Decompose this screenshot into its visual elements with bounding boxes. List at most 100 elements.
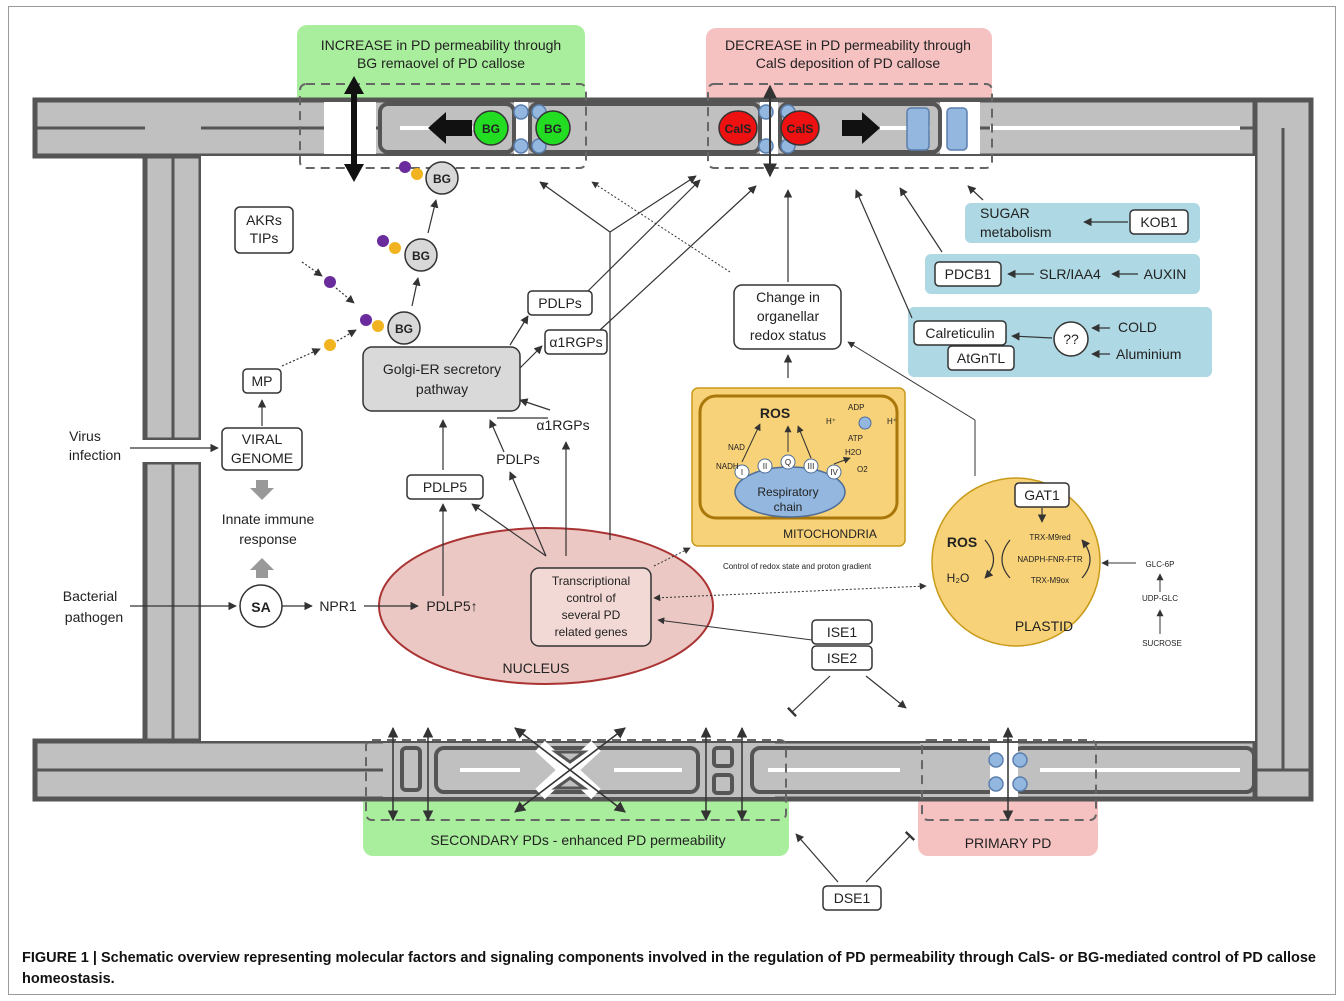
svg-text:H⁺: H⁺ [826,417,836,426]
svg-text:α1RGPs: α1RGPs [549,334,602,350]
decrease-line-1: DECREASE in PD permeability through [725,37,971,53]
ise1-box [811,619,873,645]
pdlp5-up-label: PDLP5↑ [426,598,477,614]
cals-enzyme-1: CalS [718,110,758,146]
svg-text:MP: MP [252,373,273,389]
svg-text:H₂O: H₂O [947,571,970,585]
svg-text:KOB1: KOB1 [1140,214,1178,230]
figure-caption: FIGURE 1 | Schematic overview representi… [22,950,1316,987]
svg-text:TRX-M9ox: TRX-M9ox [1031,576,1069,585]
virus-label: Virus [69,428,101,444]
plastid-label: PLASTID [1015,618,1073,634]
pdlps-box [527,290,593,316]
svg-text:ADP: ADP [848,403,864,412]
svg-text:ISE2: ISE2 [827,650,858,666]
svg-text:ATP: ATP [848,434,863,443]
svg-text:Aluminium: Aluminium [1116,346,1181,362]
akrs-tips-box [234,206,294,254]
callose-deposition-arrow [842,112,880,144]
plastid [931,477,1101,647]
mito-note: Control of redox state and proton gradie… [723,562,872,571]
bg-vesicle-top: BG [399,161,459,195]
gat1-box [1014,482,1070,508]
npr1-label: NPR1 [319,598,357,614]
svg-text:PDLPs: PDLPs [538,295,582,311]
cals-enzyme-2: CalS [780,110,820,146]
golgi-er-box [362,346,521,412]
viral-genome-box [221,427,303,471]
svg-text:BG: BG [482,122,500,136]
svg-text:BG: BG [412,249,430,263]
svg-text:H2O: H2O [845,448,861,457]
svg-text:DECREASE in PD permeability th: DECREASE in PD permeability throughCalS … [725,37,971,71]
svg-text:UDP-GLC: UDP-GLC [1142,594,1178,603]
svg-text:CalS: CalS [725,122,752,136]
mp-box [242,368,282,394]
callose-removal-arrow [428,112,472,144]
calreticulin-box [913,320,1007,346]
dse1-box [822,885,882,911]
kob1-box [1129,209,1189,235]
svg-text:PDCB1: PDCB1 [945,266,992,282]
svg-text:NADPH-FNR-FTR: NADPH-FNR-FTR [1017,555,1083,564]
bacterial-label: Bacterial [63,588,117,604]
bg-vesicle-low: BG [360,311,421,345]
atgntl-box [947,345,1015,371]
innate-immune-label: Innate immune [222,511,315,527]
mito-ros: ROS [760,405,790,421]
decrease-line-2: CalS deposition of PD callose [756,55,941,71]
svg-text:CalS: CalS [787,122,814,136]
change-redox-box [733,284,842,350]
svg-text:TRX-M9red: TRX-M9red [1029,533,1070,542]
figure-frame [8,6,1336,995]
svg-text:BG: BG [544,122,562,136]
svg-text:SUCROSE: SUCROSE [1142,639,1182,648]
pdlp5-box [406,474,484,500]
ise2-box [811,645,873,671]
svg-text:SLR/IAA4: SLR/IAA4 [1039,266,1101,282]
svg-text:COLD: COLD [1118,319,1157,335]
transcription-box [530,567,652,647]
svg-text:AUXIN: AUXIN [1144,266,1187,282]
svg-text:??: ?? [1063,331,1079,347]
secondary-pd-label: SECONDARY PDs - enhanced PD permeability [430,832,725,848]
bg-enzyme-1: BG [473,110,509,146]
svg-text:GLC-6P: GLC-6P [1146,560,1175,569]
svg-text:Calreticulin: Calreticulin [925,325,994,341]
svg-text:H⁺: H⁺ [887,417,897,426]
a1rgps-text: α1RGPs [536,417,589,433]
svg-text:BG: BG [433,172,451,186]
increase-line-1: INCREASE in PD permeability through [321,37,561,53]
svg-text:DSE1: DSE1 [834,890,871,906]
bg-enzyme-2: BG [535,110,571,146]
increase-line-2: BG remaovel of PD callose [357,55,525,71]
svg-text:BG: BG [395,322,413,336]
pdcb1-box [934,261,1002,287]
svg-text:GAT1: GAT1 [1024,487,1060,503]
bg-vesicle-mid: BG [377,235,438,272]
unknown-node [1053,321,1089,357]
svg-text:INCREASE in PD permeability th: INCREASE in PD permeability through BG re… [321,37,561,71]
mitochondria-label: MITOCHONDRIA [783,527,877,541]
pdlps-text: PDLPs [496,451,540,467]
svg-text:O2: O2 [857,465,868,474]
a1rgps-box [544,329,608,355]
primary-pd-label: PRIMARY PD [965,835,1052,851]
nucleus-label: NUCLEUS [503,660,570,676]
svg-text:ISE1: ISE1 [827,624,858,640]
svg-text:SA: SA [251,599,270,615]
plastid-ros: ROS [947,534,977,550]
svg-text:AtGnTL: AtGnTL [957,350,1005,366]
